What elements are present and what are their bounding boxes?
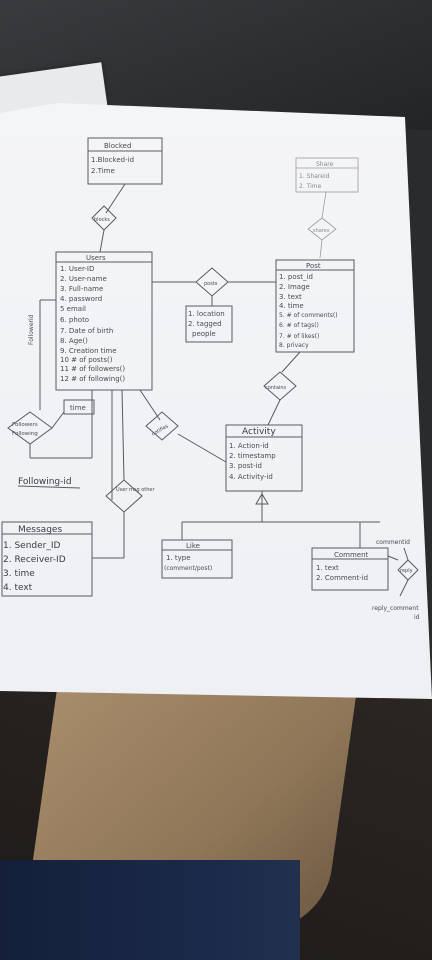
relation-blocks-label: blocks [94,217,110,223]
entity-users-attr-3: 3. Full-name [60,285,103,293]
blue-cloth [0,860,300,960]
entity-blocked: Blocked 1.Blocked-id 2.Time [87,137,163,185]
entity-users-attr-7: 7. Date of birth [60,327,113,335]
entity-activity-attr-2: 2. timestamp [229,452,276,460]
entity-share-attr-1: 1. Shareid [299,173,330,180]
entity-comment-title: Comment [334,551,369,559]
entity-users: Users 1. User-ID 2. User-name 3. Full-na… [55,251,153,391]
entity-users-attr-6: 6. photo [60,316,89,324]
paper-sheet [0,103,432,699]
entity-activity-attr-4: 4. Activity-id [229,473,273,481]
relation-notifies [145,411,179,441]
entity-like-attr-2: (comment/post) [164,565,212,572]
entity-blocked-attr-1: 1.Blocked-id [91,156,134,164]
label-comment-id: commentid [376,539,410,546]
label-time: time [70,404,86,412]
entity-activity-attr-1: 1. Action-id [229,442,269,450]
entity-users-attr-10: 10 # of posts() [60,356,113,364]
entity-blocked-attr-2: 2.Time [91,167,115,175]
entity-post-attr-4: 4. time [279,302,304,310]
entity-post-attr-8: 8. privacy [279,342,309,349]
posts-attr-people: people [192,330,216,338]
entity-messages-attr-4: 4. text [3,583,33,593]
entity-users-attr-5: 5 email [60,305,86,313]
entity-messages-attr-3: 3. time [3,569,35,579]
entity-activity: Activity 1. Action-id 2. timestamp 3. po… [225,424,303,492]
posts-attr-location: 1. location [188,310,225,318]
entity-users-attr-11: 11 # of followers() [60,365,125,373]
entity-users-attr-9: 9. Creation time [60,347,117,355]
relation-following-label: Following [12,431,38,437]
entity-activity-title: Activity [242,427,276,437]
relation-followers-label: Followers [12,422,38,428]
entity-post-title: Post [306,262,321,270]
posts-attributes: 1. location 2. tagged people [185,305,233,343]
entity-share: Share 1. Shareid 2. Time [295,157,359,193]
entity-users-attr-8: 8. Age() [60,337,88,345]
entity-post-attr-5: 5. # of comments() [279,312,338,319]
entity-activity-attr-3: 3. post-id [229,462,262,470]
entity-blocked-title: Blocked [104,142,131,150]
label-follower-id: Followerid [28,314,35,345]
entity-like: Like 1. type (comment/post) [161,539,233,579]
relation-user-msg-other [105,479,143,513]
relation-posts-label: posts [204,281,218,287]
relation-reply-label: reply [400,568,413,574]
entity-users-attr-1: 1. User-ID [60,265,94,273]
entity-post-attr-1: 1. post_id [279,273,313,281]
relation-followers-following [7,411,53,445]
entity-users-attr-2: 2. User-name [60,275,107,283]
entity-messages-title: Messages [18,525,62,535]
entity-users-title: Users [86,254,106,262]
entity-users-attr-12: 12 # of following() [60,375,125,383]
relation-user-msg-other-label: User msg other [116,487,155,493]
entity-post-attr-6: 6. # of tags() [279,322,319,329]
entity-comment: Comment 1. text 2. Comment-id [311,547,389,591]
label-reply-comment-id-2: id [414,614,420,621]
entity-like-attr-1: 1. type [166,554,191,562]
entity-post-attr-3: 3. text [279,293,302,301]
entity-share-attr-2: 2. Time [299,183,322,190]
posts-attr-tagged: 2. tagged [188,320,222,328]
entity-messages: Messages 1. Sender_ID 2. Receiver-ID 3. … [1,521,93,597]
entity-users-attr-4: 4. password [60,295,102,303]
entity-comment-attr-2: 2. Comment-id [316,574,368,582]
entity-like-title: Like [186,542,200,550]
entity-messages-attr-2: 2. Receiver-ID [3,555,66,565]
label-reply-comment-id: reply_comment [372,605,419,612]
label-following-id: Following-id [18,477,72,487]
time-attribute-box [63,399,95,415]
entity-post-attr-2: 2. Image [279,283,310,291]
entity-comment-attr-1: 1. text [316,564,339,572]
entity-share-title: Share [316,161,334,168]
relation-shares-label: shares [313,228,330,234]
entity-post-attr-7: 7. # of likes() [279,333,319,340]
entity-post: Post 1. post_id 2. Image 3. text 4. time… [275,259,355,353]
relation-contains-label: contains [265,385,287,391]
entity-messages-attr-1: 1. Sender_ID [3,541,61,551]
